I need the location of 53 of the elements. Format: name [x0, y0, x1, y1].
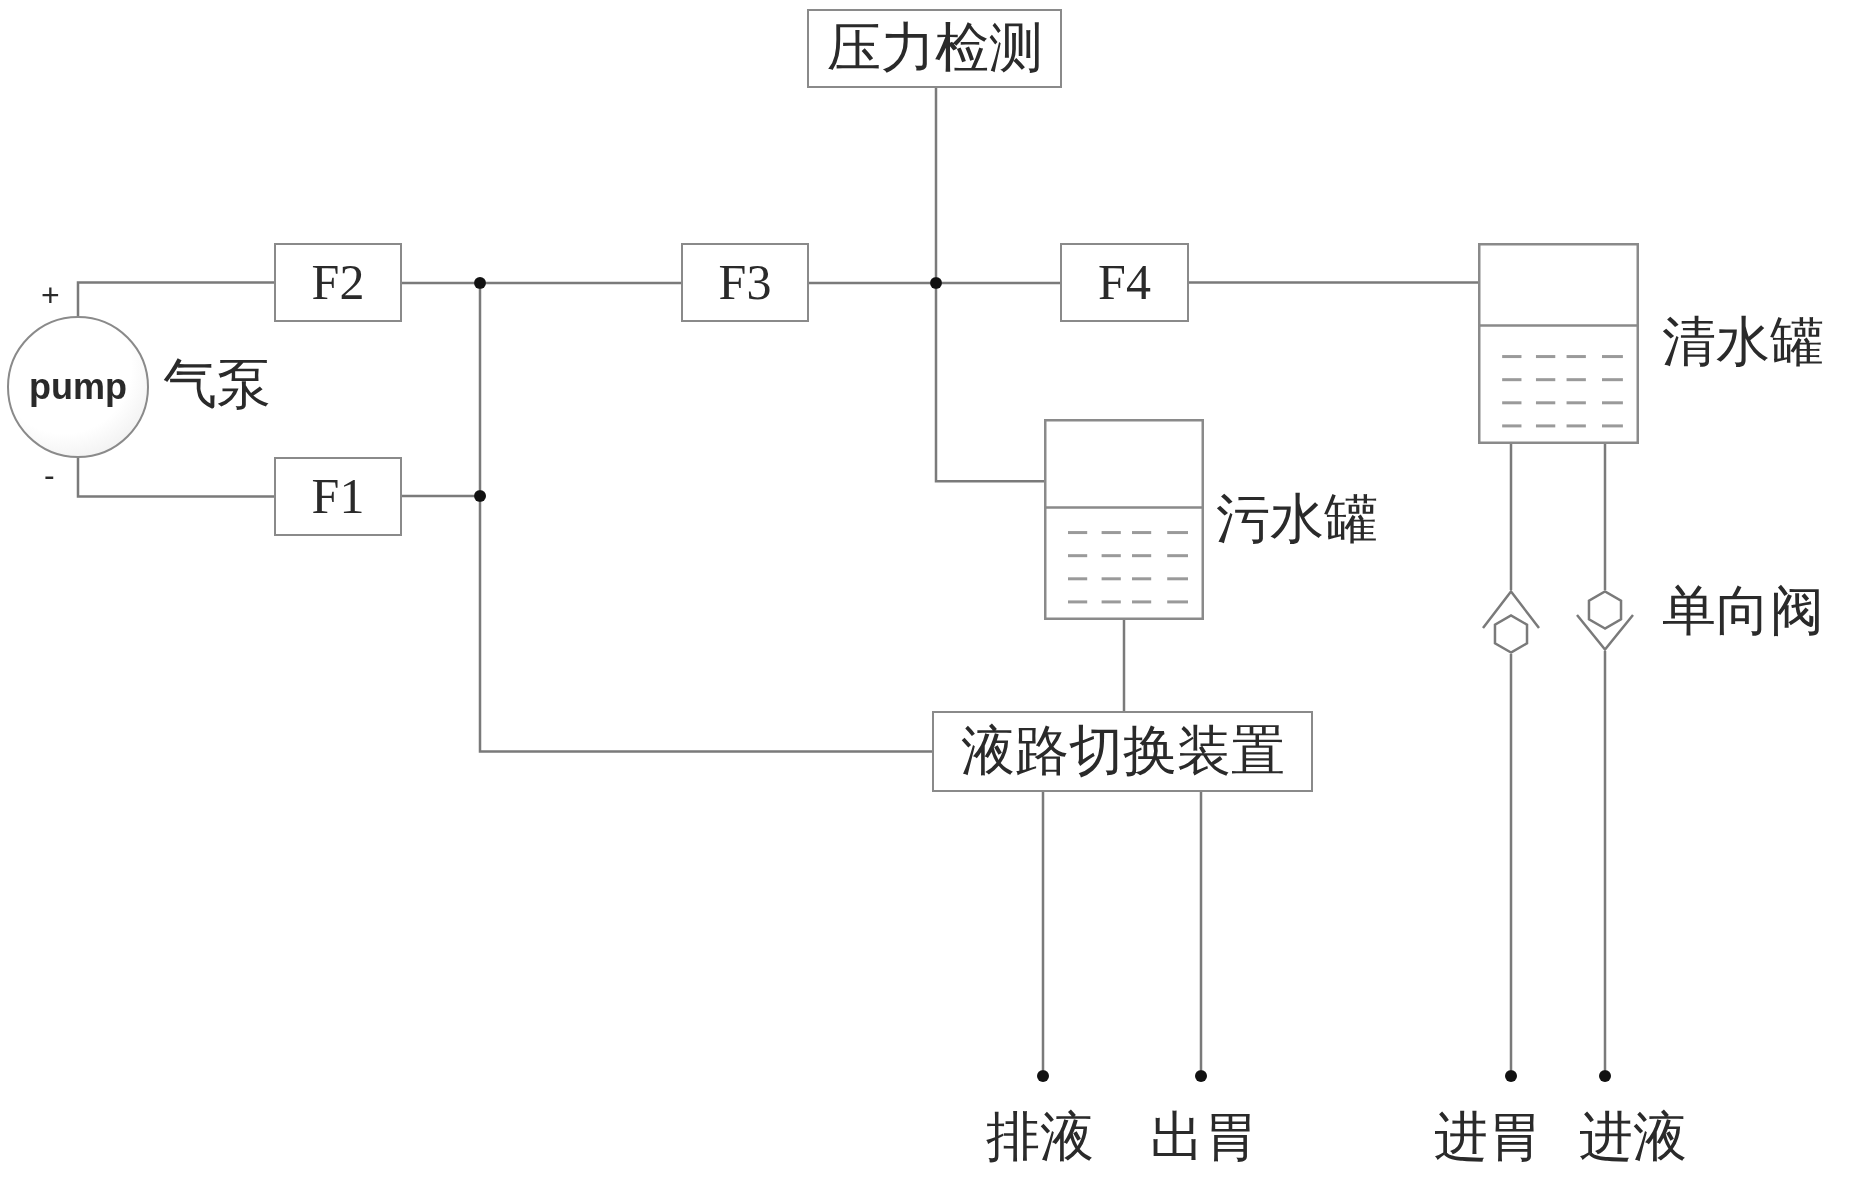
tank	[1044, 419, 1204, 620]
terminal-dot	[1037, 1070, 1049, 1082]
component-label: F4	[1098, 255, 1151, 310]
junction-dot	[930, 277, 942, 289]
terminal-dot	[1599, 1070, 1611, 1082]
connector-line	[402, 494, 474, 498]
tank	[1478, 243, 1639, 444]
component-name: 清水罐	[1662, 313, 1824, 373]
polarity-sign: -	[44, 458, 55, 494]
connector-line	[1603, 444, 1607, 590]
port-label: 进液	[1579, 1108, 1687, 1168]
component-label: F3	[718, 255, 772, 310]
component-box	[681, 243, 809, 322]
check-valve-icon	[1480, 590, 1542, 654]
pump-label: pump	[29, 367, 127, 407]
connector-line	[76, 281, 274, 316]
connector-line	[1509, 444, 1513, 590]
component-box	[1060, 243, 1189, 322]
component-label: 液路切换装置	[960, 721, 1285, 782]
port-label: 进胃	[1434, 1108, 1542, 1168]
switching-device-box	[932, 711, 1313, 792]
polarity-sign: +	[41, 278, 60, 314]
component-box	[274, 243, 402, 322]
junction-dot	[474, 490, 486, 502]
port-label: 出胃	[1150, 1108, 1258, 1168]
check-valve-icon	[1574, 590, 1636, 651]
connector-line	[478, 502, 932, 753]
component-box	[274, 457, 402, 536]
connector-line	[1509, 654, 1513, 1070]
connector-line	[942, 281, 1060, 285]
connector-line	[478, 289, 482, 490]
connector-line	[934, 289, 1044, 483]
terminal-dot	[1195, 1070, 1207, 1082]
connector-line	[1199, 792, 1203, 1070]
component-name: 气泵	[163, 355, 271, 415]
connector-line	[1041, 792, 1045, 1070]
connector-line	[1122, 620, 1126, 711]
connector-line	[809, 281, 930, 285]
connector-line	[76, 458, 274, 498]
connector-line	[486, 281, 681, 285]
port-label: 排液	[986, 1108, 1094, 1168]
component-name: 单向阀	[1662, 582, 1824, 642]
junction-dot	[474, 277, 486, 289]
connector-line	[1603, 651, 1607, 1070]
sensor-box	[807, 9, 1062, 88]
connector-line	[1189, 281, 1478, 284]
component-label: 压力检测	[826, 18, 1043, 79]
connector-line	[402, 281, 474, 285]
terminal-dot	[1505, 1070, 1517, 1082]
component-name: 污水罐	[1216, 490, 1378, 550]
connector-line	[934, 88, 938, 277]
component-label: F2	[311, 255, 365, 310]
component-label: F1	[311, 469, 365, 524]
